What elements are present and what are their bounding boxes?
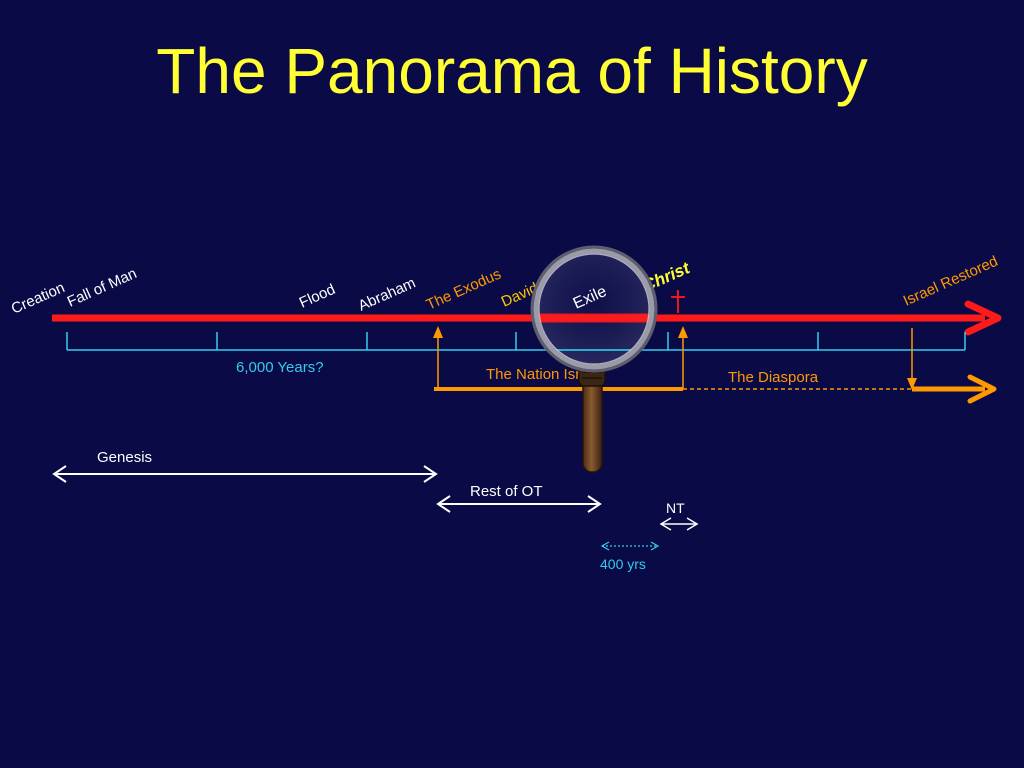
exodus-connector (433, 326, 443, 389)
four-hundred-years-label: 400 yrs (600, 556, 646, 572)
event-label-israel-restored: Israel Restored (901, 253, 1001, 310)
main-timeline-arrowhead (964, 300, 1002, 336)
event-label-flood: Flood (297, 281, 338, 312)
nation-label: The Nation Israel (486, 366, 600, 383)
scale-label: 6,000 Years? (236, 359, 324, 376)
restored-arrowhead (967, 374, 997, 404)
nt-span-arrow (659, 517, 699, 531)
diaspora-label: The Diaspora (728, 369, 819, 386)
event-label-fall-of-man: Fall of Man (65, 265, 140, 311)
magnifying-glass-icon: Exile (530, 245, 658, 473)
magnifier-rim (533, 248, 655, 370)
slide-title: The Panorama of History (156, 35, 868, 107)
restored-connector (907, 328, 917, 390)
christ-connector (678, 326, 688, 389)
four-hundred-years-span-arrow (600, 541, 660, 551)
year-scale (66, 332, 966, 351)
genesis-label: Genesis (97, 449, 152, 466)
magnifier-lens (536, 251, 652, 367)
event-label-exodus: The Exodus (424, 266, 504, 314)
event-label-creation: Creation (9, 279, 68, 318)
nt-label: NT (666, 500, 685, 516)
genesis-span-arrow (52, 465, 438, 483)
event-label-abraham: Abraham (356, 274, 419, 314)
rest-ot-span-arrow (436, 495, 602, 513)
rest-ot-label: Rest of OT (470, 483, 543, 500)
cross-icon (671, 290, 685, 313)
